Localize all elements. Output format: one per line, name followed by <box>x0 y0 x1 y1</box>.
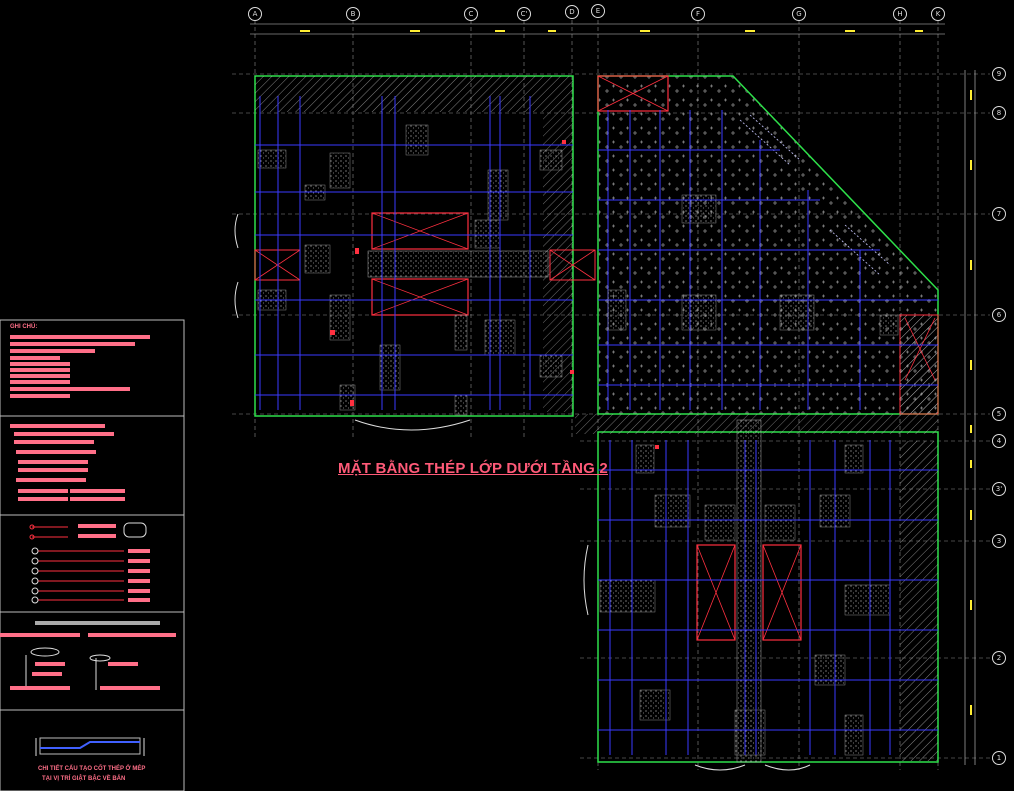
axis-label-col-h: H <box>893 7 907 21</box>
axis-label-row-6: 6 <box>992 308 1006 322</box>
notes-heading: GHI CHÚ: <box>10 324 38 330</box>
axis-label-col-a: A <box>248 7 262 21</box>
axis-label-col-f: F <box>691 7 705 21</box>
rebar-legend <box>29 522 150 604</box>
axis-label-row-8: 8 <box>992 106 1006 120</box>
axis-label-row-9: 9 <box>992 67 1006 81</box>
axis-label-row-3: 3 <box>992 534 1006 548</box>
axis-label-col-g: G <box>792 7 806 21</box>
detail-caption-line-1: CHI TIẾT CẤU TẠO CỐT THÉP Ở MÉP <box>38 766 146 772</box>
rebar-end-marks <box>330 140 659 449</box>
axis-label-row-1: 1 <box>992 751 1006 765</box>
axis-label-col-c-prime: C' <box>517 7 531 21</box>
notes-text-block <box>10 335 150 501</box>
slab-left-wing <box>234 75 596 431</box>
axis-label-col-b: B <box>346 7 360 21</box>
axis-label-row-7: 7 <box>992 207 1006 221</box>
edge-detail <box>35 737 145 756</box>
legend-panel <box>0 319 185 791</box>
axis-label-row-3-prime: 3' <box>992 482 1006 496</box>
section-detail <box>0 621 176 690</box>
slab-lower-right <box>575 414 939 771</box>
dimension-lines <box>250 23 976 765</box>
axis-label-row-5: 5 <box>992 407 1006 421</box>
axis-label-col-d: D <box>565 5 579 19</box>
detail-caption-line-2: TẠI VỊ TRÍ GIẬT BẬC VỀ BẢN <box>42 776 126 782</box>
axis-label-row-2: 2 <box>992 651 1006 665</box>
axis-label-col-e: E <box>591 4 605 18</box>
axis-label-col-k: K <box>931 7 945 21</box>
drawing-title: MẶT BẰNG THÉP LỚP DƯỚI TẦNG 2 <box>338 460 608 477</box>
axis-label-row-4: 4 <box>992 434 1006 448</box>
slab-upper-right <box>597 75 939 415</box>
dimension-texts <box>300 30 972 715</box>
axis-label-col-c: C <box>464 7 478 21</box>
